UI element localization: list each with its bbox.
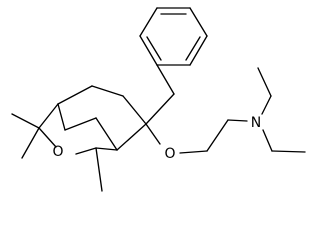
bicyclic-cage: [11, 85, 147, 192]
bond: [262, 129, 273, 152]
double-bond-inner: [185, 36, 201, 61]
bond: [227, 119, 248, 122]
bond: [257, 67, 272, 97]
bond: [189, 35, 208, 66]
molecule-drawing: O O N: [11, 7, 306, 192]
bond: [139, 35, 158, 66]
bond: [261, 95, 272, 115]
bond: [95, 147, 103, 192]
aminoethoxy-chain: [145, 67, 306, 154]
bond: [95, 117, 118, 151]
bond: [179, 150, 208, 154]
bond: [38, 103, 59, 129]
bond: [271, 150, 306, 153]
bond: [57, 103, 66, 131]
benzene-ring: [139, 7, 208, 66]
bond: [145, 123, 161, 145]
benzyl-linker: [145, 64, 175, 125]
bond: [38, 127, 57, 148]
bond: [64, 117, 97, 131]
bond: [122, 95, 147, 125]
bond: [57, 85, 93, 105]
double-bond-inner: [146, 36, 162, 61]
bond: [145, 93, 175, 125]
bond: [21, 127, 40, 159]
bond: [206, 119, 229, 152]
bond: [139, 7, 158, 37]
bond: [11, 113, 40, 129]
bond: [189, 7, 208, 37]
amine-nitrogen-label: N: [251, 115, 261, 131]
bond: [91, 85, 124, 97]
ring-oxygen-label: O: [52, 144, 63, 160]
bond: [95, 147, 118, 151]
structure-figure: O O N: [11, 7, 306, 192]
ether-oxygen-label: O: [164, 146, 175, 162]
bond: [156, 64, 175, 95]
bond: [116, 123, 147, 151]
bond: [75, 147, 97, 155]
